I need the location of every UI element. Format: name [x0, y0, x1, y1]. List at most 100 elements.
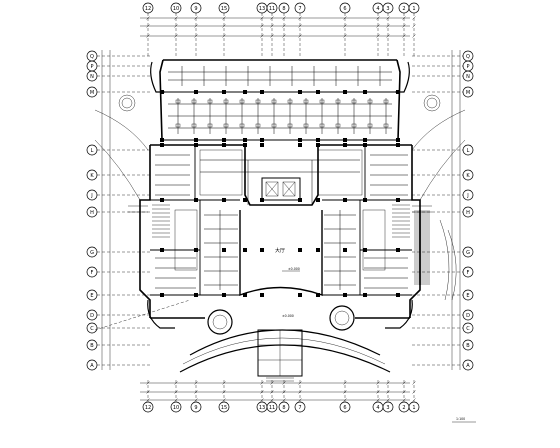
svg-text:K: K	[466, 173, 470, 179]
grid-bubble-right: C	[462, 322, 474, 334]
grid-bubble-right: L	[462, 144, 474, 156]
grid-bubble-left: J	[86, 189, 98, 201]
svg-text:Q: Q	[90, 54, 94, 60]
svg-text:3: 3	[386, 6, 389, 12]
entrance-canopy	[179, 329, 391, 382]
column	[260, 138, 264, 142]
svg-text:8: 8	[282, 6, 285, 12]
svg-text:4: 4	[376, 6, 379, 12]
svg-text:10: 10	[173, 405, 179, 411]
column	[160, 138, 164, 142]
grid-bubble-left: D	[86, 309, 98, 321]
column	[343, 90, 347, 94]
grid-bubble-right: K	[462, 169, 474, 181]
column	[260, 248, 264, 252]
building-outline	[139, 59, 421, 335]
grid-bubble-right: E	[462, 289, 474, 301]
grid-bubble-right: D	[462, 309, 474, 321]
grid-bubble-bottom: 11	[266, 401, 278, 413]
grid-bubble-top: 10	[170, 2, 182, 14]
grid-bubble-top: 7	[294, 2, 306, 14]
column	[316, 143, 320, 147]
column	[243, 198, 247, 202]
svg-text:2: 2	[402, 6, 405, 12]
column	[243, 293, 247, 297]
svg-text:E: E	[466, 293, 469, 299]
column	[298, 90, 302, 94]
landscape-curves	[94, 94, 466, 331]
svg-text:15: 15	[221, 405, 227, 411]
svg-text:3: 3	[386, 405, 389, 411]
grid-bubble-left: K	[86, 169, 98, 181]
column	[343, 248, 347, 252]
svg-text:1: 1	[412, 6, 415, 12]
column	[396, 293, 400, 297]
grid-bubble-left: N	[86, 70, 98, 82]
svg-text:7: 7	[298, 405, 301, 411]
column	[298, 198, 302, 202]
column	[298, 138, 302, 142]
svg-text:11: 11	[269, 405, 275, 411]
column	[222, 248, 226, 252]
hvac-duct-network	[155, 66, 408, 290]
grid-bubble-left: H	[86, 206, 98, 218]
svg-text:A: A	[90, 363, 94, 369]
column	[316, 138, 320, 142]
column	[396, 143, 400, 147]
grid-bubble-right: P	[462, 60, 474, 72]
svg-text:B: B	[90, 343, 94, 349]
column	[396, 90, 400, 94]
grid-bubble-right: H	[462, 206, 474, 218]
grid-bubble-right: J	[462, 189, 474, 201]
column	[363, 143, 367, 147]
grid-bubble-left: G	[86, 246, 98, 258]
column	[298, 248, 302, 252]
grid-bubble-bottom: 6	[339, 401, 351, 413]
column	[160, 143, 164, 147]
svg-text:6: 6	[343, 405, 346, 411]
column	[160, 90, 164, 94]
svg-text:A: A	[466, 363, 470, 369]
elevation-label: ±0.000	[288, 267, 300, 271]
column	[260, 143, 264, 147]
column	[194, 90, 198, 94]
grid-bubble-top: 2	[398, 2, 410, 14]
grid-bubble-left: P	[86, 60, 98, 72]
grid-bubble-top: 12	[142, 2, 154, 14]
grid-bubble-bottom: 1	[408, 401, 420, 413]
svg-text:F: F	[467, 270, 470, 276]
grid-bubble-top: 4	[372, 2, 384, 14]
svg-text:G: G	[466, 250, 470, 256]
bottom-dimension-lines	[140, 381, 416, 402]
svg-text:4: 4	[376, 405, 379, 411]
svg-text:L: L	[91, 148, 94, 154]
column	[222, 90, 226, 94]
grid-bubble-right: G	[462, 246, 474, 258]
column	[194, 198, 198, 202]
structural-columns	[160, 90, 400, 297]
svg-text:13: 13	[259, 405, 265, 411]
grid-bubble-left: B	[86, 339, 98, 351]
grid-bubble-top: 8	[278, 2, 290, 14]
grid-bubble-left: Q	[86, 50, 98, 62]
svg-text:B: B	[466, 343, 470, 349]
grid-bubble-top: 6	[339, 2, 351, 14]
column	[260, 90, 264, 94]
axis-grid-lines	[97, 13, 463, 402]
svg-text:10: 10	[173, 6, 179, 12]
column	[343, 143, 347, 147]
column	[363, 248, 367, 252]
column	[260, 198, 264, 202]
svg-text:7: 7	[298, 6, 301, 12]
grid-bubble-top: 13	[256, 2, 268, 14]
grid-bubble-right: A	[462, 359, 474, 371]
column	[396, 198, 400, 202]
svg-text:F: F	[91, 270, 94, 276]
grid-bubble-top: 11	[266, 2, 278, 14]
grid-bubble-left: M	[86, 86, 98, 98]
column	[222, 198, 226, 202]
grid-bubble-bottom: 10	[170, 401, 182, 413]
